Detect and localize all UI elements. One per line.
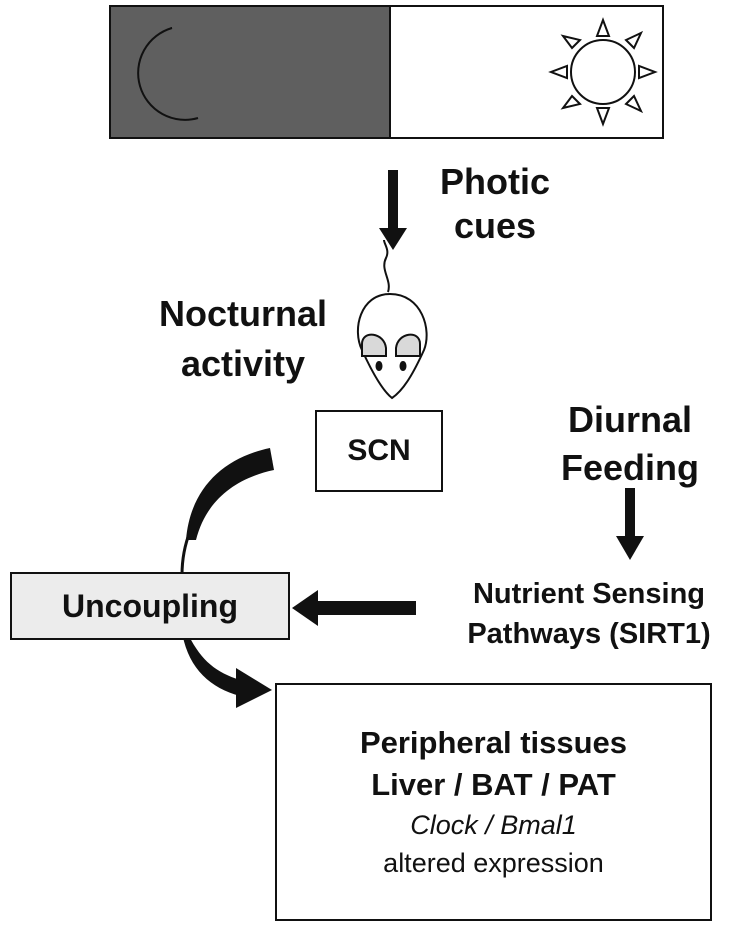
nutrient-to-uncoupling-arrow: [292, 590, 416, 626]
peripheral-genes: Clock / Bmal1: [410, 810, 577, 840]
nocturnal-line-1: Nocturnal: [158, 293, 327, 334]
nutrient-line-2: Pathways (SIRT1): [467, 618, 711, 650]
peripheral-line-4: altered expression: [383, 848, 604, 878]
scn-label: SCN: [347, 434, 411, 467]
nocturnal-activity-label: Nocturnal activity: [138, 289, 348, 389]
nutrient-sensing-label: Nutrient Sensing Pathways (SIRT1): [430, 574, 748, 654]
panel-border: [109, 5, 664, 139]
nocturnal-line-2: activity: [180, 343, 306, 384]
night-panel: [110, 6, 390, 138]
scn-box: SCN: [315, 410, 443, 492]
peripheral-tissues-box: Peripheral tissues Liver / BAT / PAT Clo…: [275, 683, 712, 921]
day-night-panel: [109, 5, 664, 139]
uncoupling-label: Uncoupling: [62, 587, 238, 624]
photic-cues-label: Photic cues: [420, 160, 570, 248]
photic-cues-line-2: cues: [453, 205, 537, 246]
feeding-arrow: [616, 488, 644, 560]
photic-cues-line-1: Photic: [439, 161, 550, 202]
sun-icon: [548, 17, 658, 127]
moon-icon: [137, 27, 199, 121]
photic-arrow: [379, 170, 407, 250]
mouse-icon: [356, 239, 428, 400]
uncoupling-box: Uncoupling: [10, 572, 290, 640]
diurnal-feeding-label: Diurnal Feeding: [540, 396, 720, 492]
nutrient-line-1: Nutrient Sensing: [472, 578, 705, 610]
peripheral-line-2: Liver / BAT / PAT: [371, 767, 616, 802]
peripheral-line-1: Peripheral tissues: [359, 725, 628, 760]
diurnal-line-2: Feeding: [560, 447, 699, 488]
diurnal-line-1: Diurnal: [567, 399, 692, 440]
